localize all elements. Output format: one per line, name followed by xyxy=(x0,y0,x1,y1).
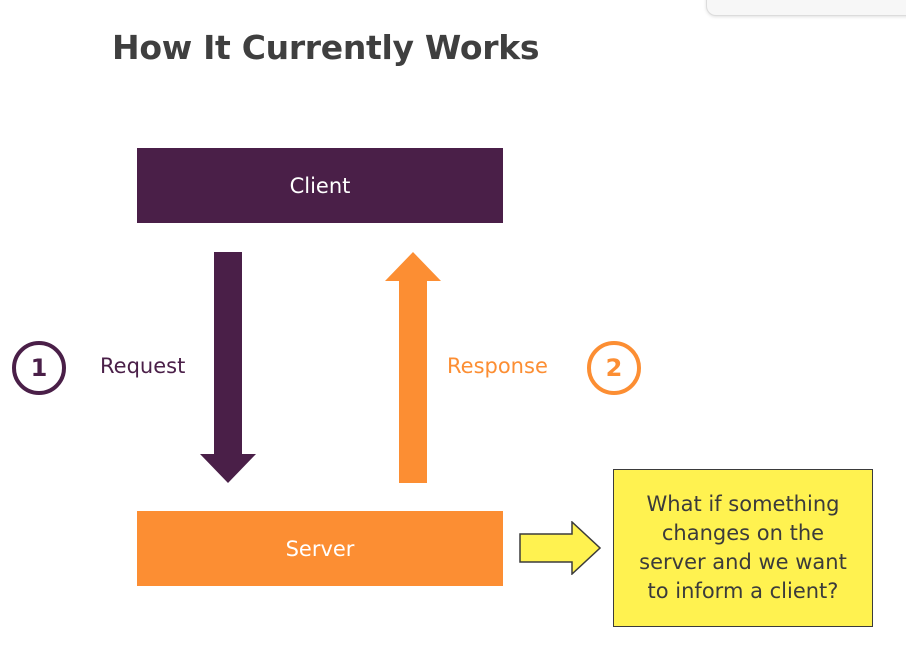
step-one-number: 1 xyxy=(30,354,48,382)
note-text: What if something changes on the server … xyxy=(639,492,847,603)
step-two-number: 2 xyxy=(605,354,623,382)
window-corner-tab xyxy=(706,0,906,16)
server-label: Server xyxy=(285,536,355,561)
client-box: Client xyxy=(137,148,503,223)
client-label: Client xyxy=(289,173,351,198)
step-two-badge: 2 xyxy=(587,341,641,395)
request-label: Request xyxy=(100,354,186,378)
slide-title: How It Currently Works xyxy=(112,28,540,67)
note-pointer-arrow xyxy=(519,521,601,575)
note-box: What if something changes on the server … xyxy=(613,469,873,627)
response-label: Response xyxy=(447,354,548,378)
step-one-badge: 1 xyxy=(12,341,66,395)
response-arrow xyxy=(385,252,441,483)
server-box: Server xyxy=(137,511,503,586)
request-arrow xyxy=(200,252,256,483)
